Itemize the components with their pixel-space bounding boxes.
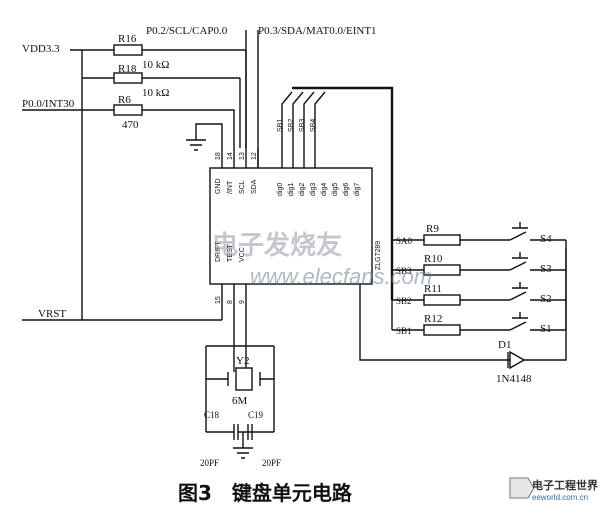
chip-zlg7289 <box>209 167 373 285</box>
pin-test: TEST <box>227 243 234 262</box>
crystal-plates <box>206 372 274 386</box>
vdd-rail <box>70 49 247 148</box>
pin-drift: DRIFT <box>215 241 222 262</box>
label-p10: P0.0/INT30 <box>22 98 75 110</box>
label-vrst: VRST <box>38 308 66 320</box>
cap-c18-ref: C18 <box>204 410 220 420</box>
ground-icon-top <box>186 139 206 151</box>
dig-bus-lines <box>281 91 326 168</box>
figure-caption: 图3 键盘单元电路 <box>178 481 353 505</box>
diode-d1 <box>507 350 526 370</box>
chip-top-pin-labels: GND /INT SCL SDA <box>215 178 258 194</box>
dig-sb-3: SB4 <box>310 119 317 132</box>
key-row-2 <box>392 252 566 276</box>
pinnum-gnd: 18 <box>215 152 222 160</box>
switch-s3: S3 <box>540 263 552 275</box>
r6-value: 10 kΩ <box>142 87 169 99</box>
dig-bus-sb-labels: SB1 SB2 SB3 SB4 <box>277 119 317 132</box>
resistor-r16 <box>113 44 143 56</box>
pin-sda: SDA <box>251 179 258 194</box>
pinnum-9: 9 <box>239 300 246 304</box>
sb-right-2: SB2 <box>396 296 412 306</box>
watermark-zh: 电子发烧友 <box>212 230 342 261</box>
r16-ref: R16 <box>118 33 137 45</box>
bus-scl-sda <box>245 30 259 170</box>
key-row-4 <box>392 312 566 336</box>
pin-dig4: dig4 <box>321 183 328 196</box>
pin-dig5: dig5 <box>332 183 339 196</box>
r9-ref: R9 <box>426 223 439 235</box>
r11-ref: R11 <box>424 283 442 295</box>
r18-ref: R18 <box>118 63 137 75</box>
pin-dig3: dig3 <box>310 183 317 196</box>
p00-line <box>22 109 235 320</box>
sb-right-0: SA0 <box>396 236 413 246</box>
sb-right-1: SB3 <box>396 266 412 276</box>
chip-dig-pin-labels: dig0 dig1 dig2 dig3 dig4 dig5 dig6 dig7 <box>277 183 361 196</box>
cap-plates <box>233 424 253 448</box>
pinnum-scl: 13 <box>239 152 246 160</box>
pinnum-int: 14 <box>227 152 234 160</box>
r18-value: 10 kΩ <box>142 59 169 71</box>
r12-ref: R12 <box>424 313 442 325</box>
logo-title: 电子工程世界 <box>532 478 598 492</box>
watermark-url: www.elecfans.com <box>250 264 432 289</box>
chip-low-pin-labels: DRIFT TEST VCC <box>215 241 246 262</box>
dig-sb-2: SB3 <box>299 119 306 132</box>
pinnum-sda: 12 <box>251 152 258 160</box>
pin-int: /INT <box>227 180 234 194</box>
cap-c18-value: 20PF <box>200 458 219 468</box>
pinnum-15: 15 <box>215 296 222 304</box>
label-p03: P0.3/SDA/MAT0.0/EINT1 <box>258 25 377 37</box>
chip-part-label: ZLG7289 <box>375 241 382 270</box>
sb-right-3: SB1 <box>396 326 412 336</box>
crystal-loop <box>205 330 275 433</box>
pin-dig2: dig2 <box>299 183 306 196</box>
crystal-value: 6M <box>232 395 248 407</box>
key-row-1 <box>392 222 566 246</box>
resistor-r18 <box>113 72 143 84</box>
pin-dig1: dig1 <box>288 183 295 196</box>
label-vdd: VDD3.3 <box>22 43 60 55</box>
pin-vcc: VCC <box>239 247 246 262</box>
chip-top-pin-numbers: 18 14 13 12 <box>215 152 258 160</box>
diode-ref: D1 <box>498 339 511 351</box>
key-row-3 <box>392 282 566 306</box>
r6-ref: R6 <box>118 94 131 106</box>
dig-bus-trunk <box>292 86 394 300</box>
crystal-ref: Y2 <box>236 355 249 367</box>
chip-top-pins <box>221 148 259 168</box>
switch-s2: S2 <box>540 293 552 305</box>
switch-s4: S4 <box>540 233 552 245</box>
pin-dig7: dig7 <box>354 183 361 196</box>
ground-icon-bottom <box>233 447 253 459</box>
resistor-r6 <box>113 104 143 116</box>
r10-ref: R10 <box>424 253 443 265</box>
r470-value: 470 <box>122 119 139 131</box>
pin-scl: SCL <box>239 180 246 194</box>
diode-part: 1N4148 <box>496 373 532 385</box>
dig-sb-1: SB2 <box>288 119 295 132</box>
gnd-wire-top <box>195 123 223 148</box>
key-column-wires <box>391 240 567 330</box>
pin-dig0: dig0 <box>277 183 284 196</box>
logo-url: eeworld.com.cn <box>532 493 588 502</box>
switch-s1: S1 <box>540 323 552 335</box>
cap-c19-value: 20PF <box>262 458 281 468</box>
crystal-y2 <box>235 367 253 391</box>
label-p02: P0.2/SCL/CAP0.0 <box>146 25 228 37</box>
chip-bottom-pins <box>221 284 247 330</box>
pinnum-8: 8 <box>227 300 234 304</box>
pin-dig6: dig6 <box>343 183 350 196</box>
eeworld-logo: 电子工程世界 eeworld.com.cn <box>509 477 598 502</box>
pin-gnd: GND <box>215 178 222 194</box>
dig-sb-0: SB1 <box>277 119 284 132</box>
cap-c19-ref: C19 <box>248 410 264 420</box>
